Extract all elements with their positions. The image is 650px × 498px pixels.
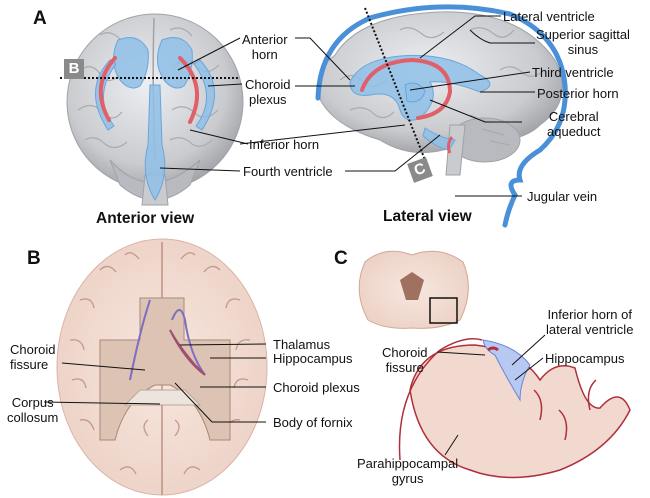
- axial-section: [56, 238, 268, 496]
- panel-a-letter: A: [33, 8, 47, 29]
- anterior-view-caption: Anterior view: [96, 210, 195, 227]
- label-thalamus: Thalamus: [273, 337, 331, 352]
- lateral-brain: [315, 4, 568, 228]
- label-body-of-fornix: Body of fornix: [273, 415, 353, 430]
- zoom-box: [429, 297, 458, 324]
- anterior-choroid-plexus: [98, 56, 199, 124]
- lateral-ventricles: [349, 54, 491, 151]
- panel-b-letter: B: [27, 248, 41, 269]
- label-choroid-plexus-b: Choroid plexus: [273, 380, 360, 395]
- label-fourth-ventricle: Fourth ventricle: [243, 164, 333, 179]
- section-line-c: [364, 7, 426, 161]
- label-posterior-horn: Posterior horn: [537, 86, 619, 101]
- label-inferior-horn: Inferior horn: [249, 137, 320, 152]
- label-hippocampus-c: Hippocampus: [545, 351, 625, 366]
- label-jugular-vein: Jugular vein: [527, 189, 598, 204]
- label-third-ventricle: Third ventricle: [532, 65, 614, 80]
- section-marker-b: B: [64, 59, 84, 79]
- anterior-brain: [66, 13, 244, 206]
- label-lateral-ventricle: Lateral ventricle: [503, 9, 595, 24]
- coronal-thumbnail: [358, 250, 469, 329]
- superior-sagittal-sinus-vessel: [315, 4, 568, 228]
- leader-lines: [43, 15, 546, 456]
- panel-c-letter: C: [334, 248, 348, 269]
- lateral-choroid-plexus: [360, 57, 453, 120]
- hippocampus-detail: [398, 338, 631, 479]
- label-hippocampus-b: Hippocampus: [273, 351, 353, 366]
- lateral-view-caption: Lateral view: [383, 208, 472, 225]
